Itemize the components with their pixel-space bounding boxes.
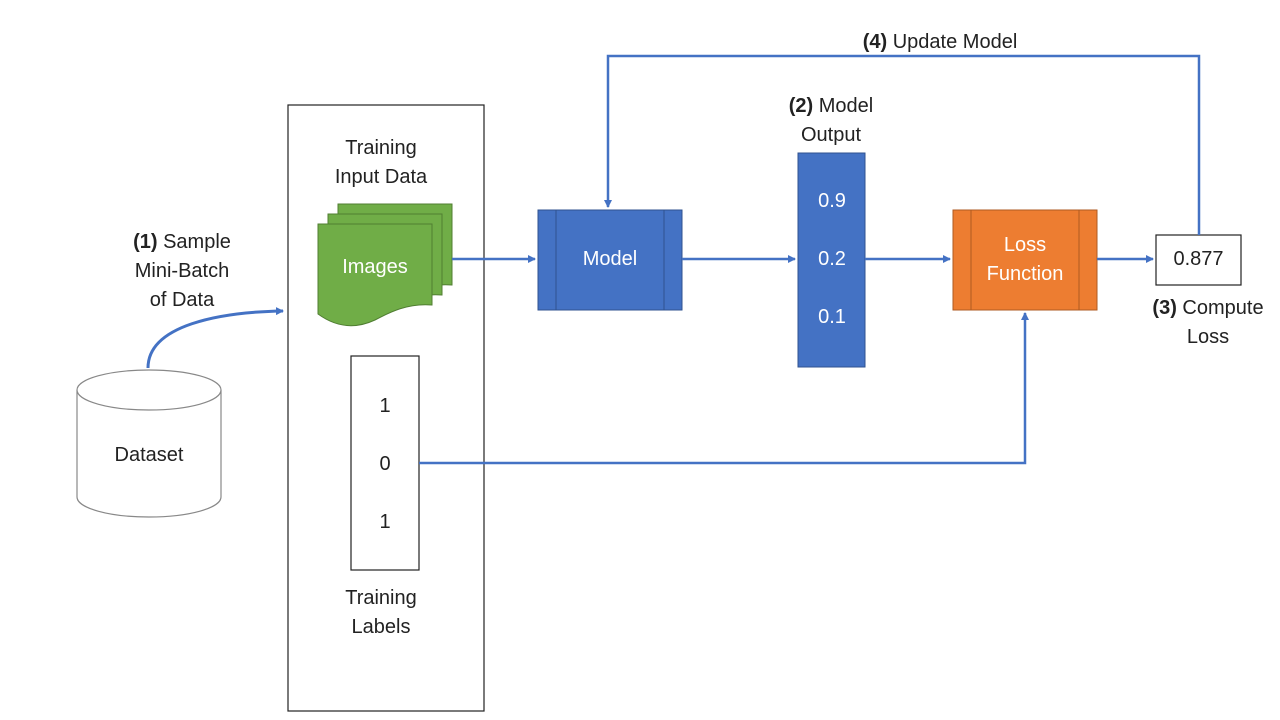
output-value: 0.2 [818,248,846,270]
model-label: Model [582,248,638,270]
step2-line2: Output [800,124,862,146]
step2-number: (2) [788,95,814,117]
labels-box [350,355,420,571]
model-output-box [797,152,866,368]
step1-label: (1) Sample Mini-Batch of Data [112,228,252,315]
loss-function-label: Loss Function [953,231,1097,289]
loss-function-line1: Loss [1003,234,1047,256]
step2-text: Model [818,95,874,117]
loss-value-box [1155,234,1242,286]
step4-label: (4) Update Model [840,28,1040,57]
sample-arrow [146,307,284,369]
loss-value: 0.877 [1173,248,1224,270]
images-label: Images [342,256,408,278]
step1-text: Sample [163,231,231,253]
training-labels-title-line1: Training [345,587,417,609]
update-model-arrow [604,54,1201,235]
labels-to-loss-arrow [419,312,1029,465]
step3-number: (3) [1152,297,1177,319]
label-value: 1 [379,395,391,417]
label-value: 0 [379,453,391,475]
training-labels-title-line2: Labels [351,616,411,638]
step3-text: Compute [1182,297,1264,319]
step3-label: (3) Compute Loss [1140,294,1276,352]
loss-function-line2: Function [986,263,1064,285]
dataset-cylinder [76,369,222,518]
output-value: 0.9 [818,190,846,212]
output-value: 0.1 [818,306,846,328]
label-value: 1 [379,511,391,533]
step4-number: (4) [862,31,888,53]
images-stack [317,203,453,327]
training-input-title-line2: Input Data [334,166,428,188]
step4-text: Update Model [892,31,1018,53]
loss-function-box [952,209,1098,311]
training-input-title-line1: Training [345,137,417,159]
step1-line3: of Data [149,289,215,311]
training-labels-title: Training Labels [298,584,464,642]
step3-line2: Loss [1186,326,1230,348]
model-box [537,209,683,311]
step1-number: (1) [133,231,158,253]
dataset-label: Dataset [114,444,184,466]
training-input-title: Training Input Data [298,134,464,192]
step2-label: (2) Model Output [756,92,906,150]
step1-line2: Mini-Batch [134,260,230,282]
